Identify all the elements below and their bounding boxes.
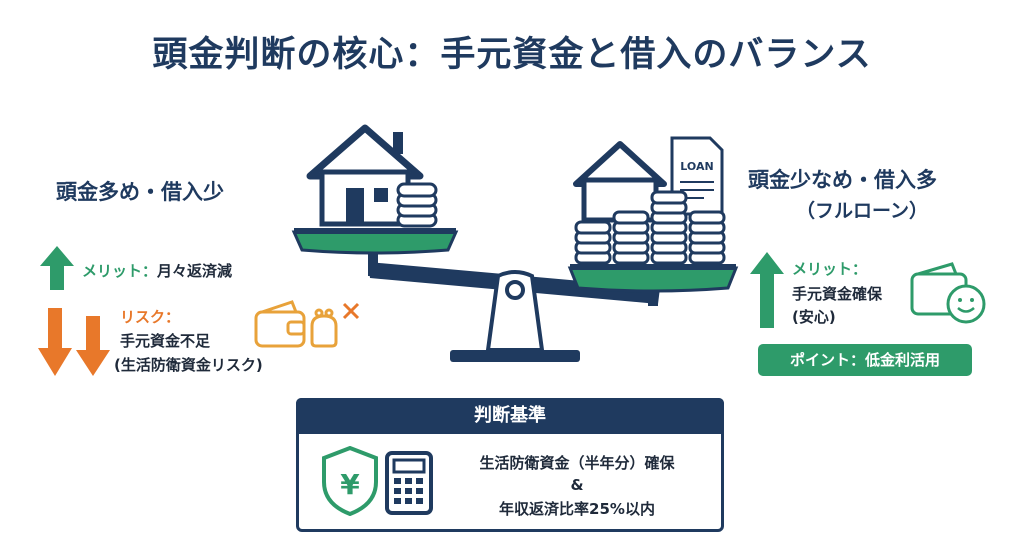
loan-doc-label: LOAN xyxy=(680,160,713,173)
house-icon xyxy=(306,124,424,227)
right-merit-text-2: (安心) xyxy=(792,308,836,326)
coin-purse-icon xyxy=(310,308,338,348)
yen-shield-icon: ¥ xyxy=(322,446,378,516)
balance-scale-icon: LOAN xyxy=(291,124,739,362)
left-risk-text-2: (生活防衛資金リスク) xyxy=(114,356,263,374)
point-badge: ポイント：低金利活用 xyxy=(758,344,972,376)
left-risk-text-1: 手元資金不足 xyxy=(120,332,211,350)
criteria-line-1: 生活防衛資金（半年分）確保 xyxy=(479,454,675,472)
left-heading: 頭金多め・借入少 xyxy=(56,180,224,204)
left-risk-label: リスク： xyxy=(120,308,181,326)
coin-stack-icon xyxy=(574,190,726,265)
right-merit-text-1: 手元資金確保 xyxy=(792,285,883,303)
wallet-icons xyxy=(254,300,360,348)
right-subheading: （フルローン） xyxy=(796,200,929,222)
coin-stack-icon xyxy=(396,182,438,228)
criteria-line-3: 年収返済比率25%以内 xyxy=(499,500,655,518)
criteria-line-2: & xyxy=(570,476,584,494)
criteria-heading: 判断基準 xyxy=(296,398,724,434)
arrow-up-icon xyxy=(750,252,784,328)
left-merit-text: 月々返済減 xyxy=(157,262,233,280)
wallet-icon xyxy=(254,300,306,348)
smile-icon xyxy=(946,284,986,324)
left-merit-label: メリット： xyxy=(82,262,158,280)
svg-text:¥: ¥ xyxy=(340,468,360,501)
wallet-smile-icons xyxy=(910,262,986,324)
arrow-up-icon xyxy=(40,246,74,290)
calculator-icon xyxy=(385,451,433,515)
cross-icon xyxy=(342,302,360,320)
right-merit-label: メリット： xyxy=(792,260,868,278)
right-heading: 頭金少なめ・借入多 xyxy=(748,168,937,192)
page-title: 頭金判断の核心：手元資金と借入のバランス xyxy=(152,35,872,75)
left-merit: メリット：月々返済減 xyxy=(82,260,232,281)
arrow-down-icon xyxy=(38,308,110,376)
